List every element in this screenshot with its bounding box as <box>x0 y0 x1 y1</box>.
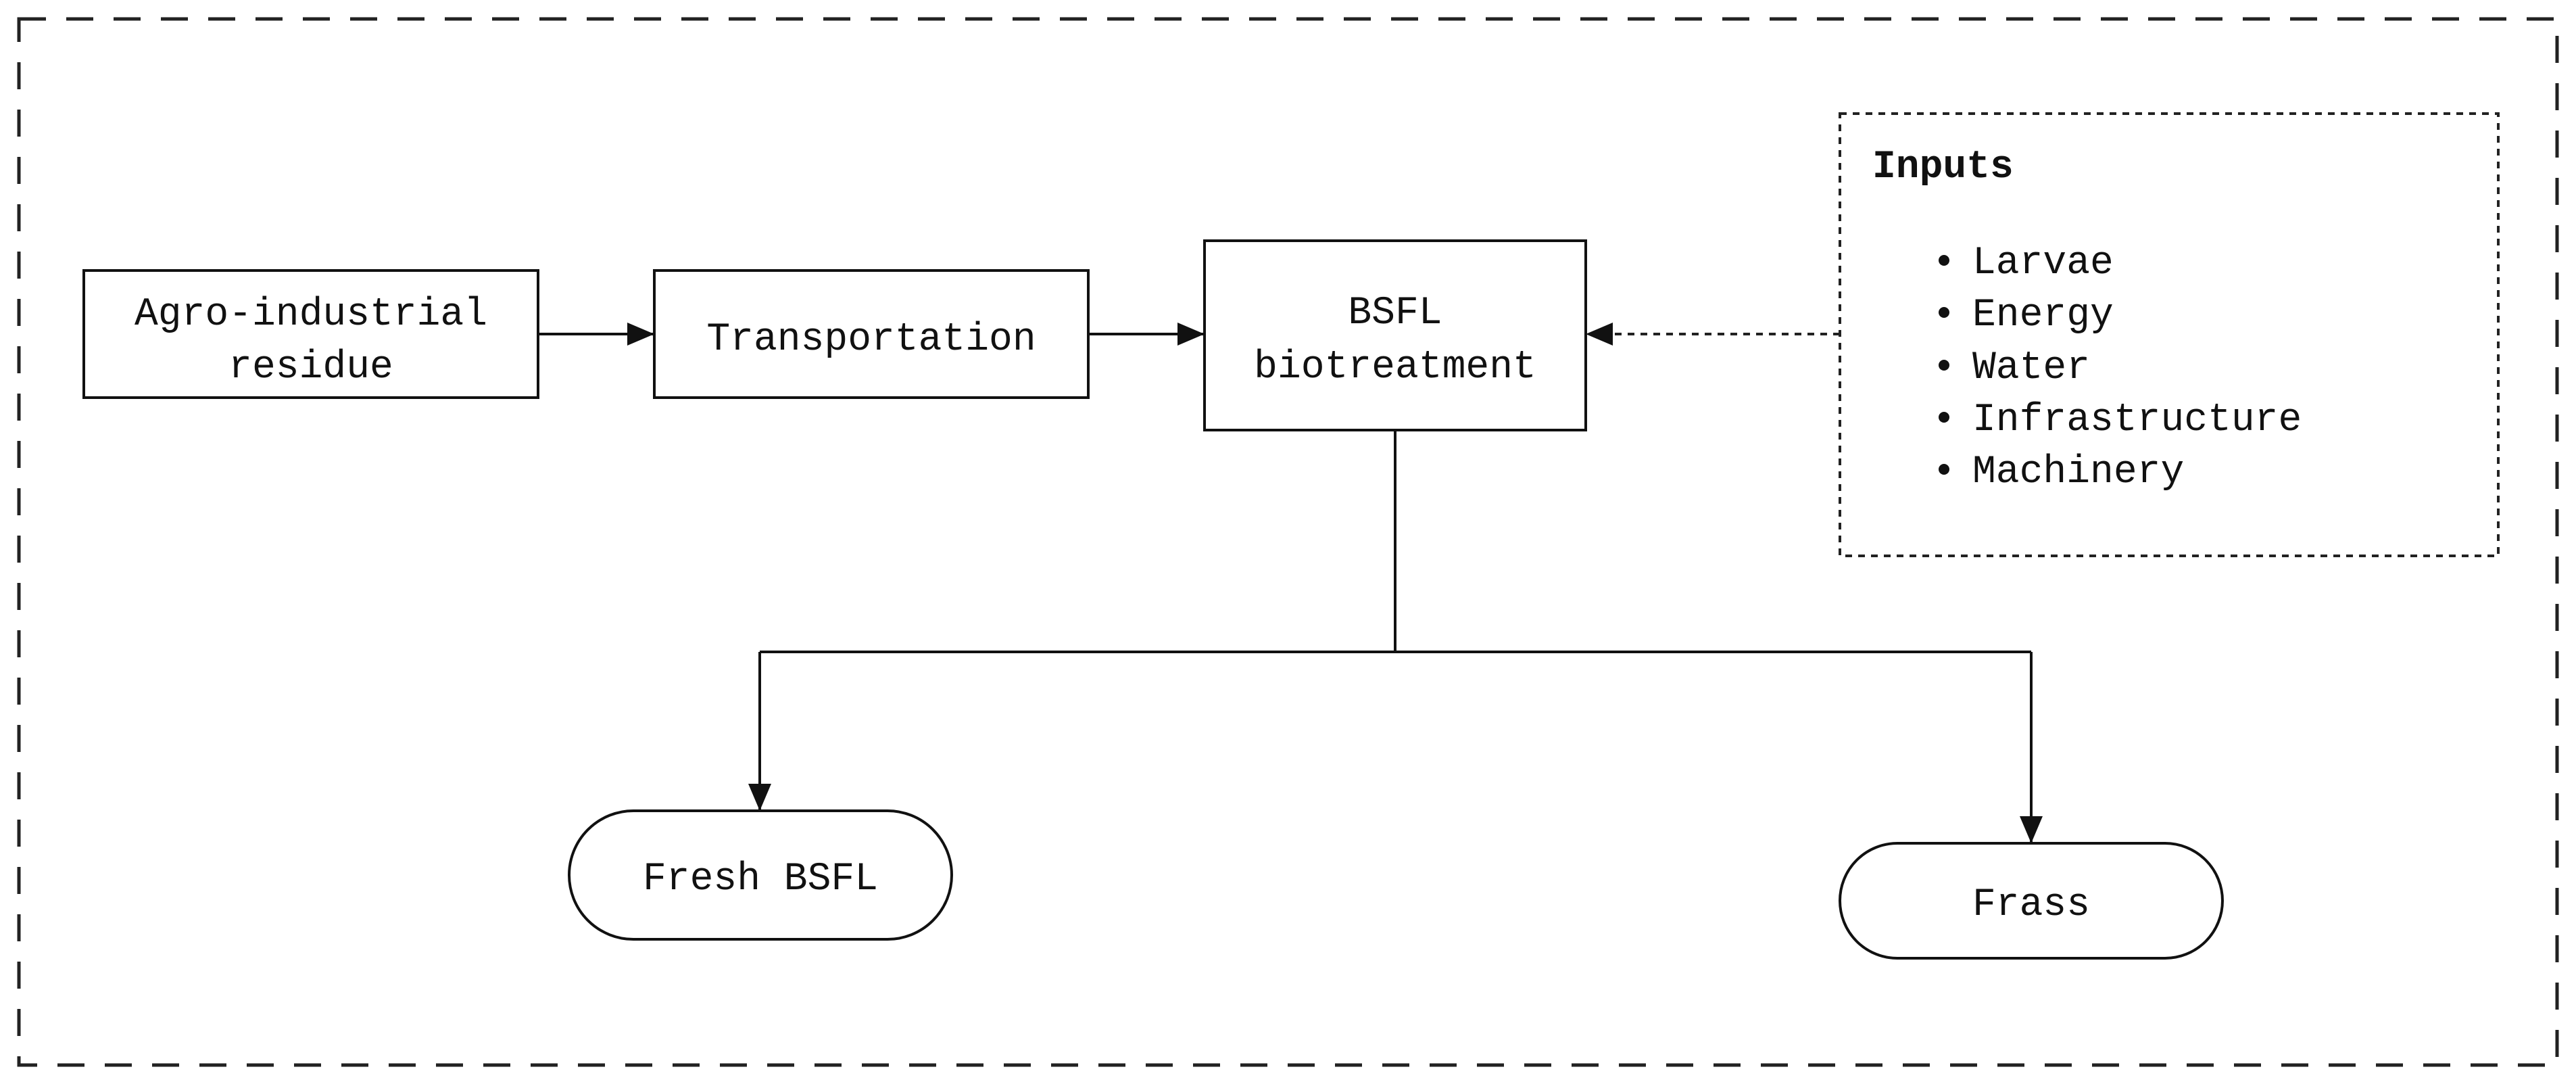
bullet-icon <box>1939 255 1949 266</box>
input-item-larvae: Larvae <box>1972 241 2114 285</box>
biotreatment-label-line1: BSFL <box>1348 291 1442 335</box>
node-agro-industrial-residue: Agro-industrial residue <box>82 269 539 399</box>
input-item-infrastructure: Infrastructure <box>1972 398 2302 442</box>
inputs-box: Inputs Larvae Energy Water Infrastructur… <box>1839 112 2500 557</box>
bullet-icon <box>1939 360 1949 371</box>
bullet-icon <box>1939 307 1949 318</box>
residue-label-line2: residue <box>228 346 393 390</box>
node-bsfl-biotreatment: BSFL biotreatment <box>1203 239 1587 431</box>
node-transportation: Transportation <box>653 269 1090 399</box>
bullet-icon <box>1939 464 1949 475</box>
connector-biotreatment-outputs <box>760 430 2031 653</box>
fresh-bsfl-label: Fresh BSFL <box>643 857 878 901</box>
input-item-energy: Energy <box>1972 293 2114 337</box>
bullet-icon <box>1939 412 1949 423</box>
input-item-machinery: Machinery <box>1972 450 2184 494</box>
inputs-list: Larvae Energy Water Infrastructure Machi… <box>1939 241 2302 494</box>
inputs-title: Inputs <box>1872 145 2014 189</box>
node-frass: Frass <box>1839 842 2224 960</box>
biotreatment-label-line2: biotreatment <box>1254 346 1536 390</box>
input-item-water: Water <box>1972 346 2090 390</box>
residue-label-line1: Agro-industrial <box>135 293 487 337</box>
frass-label: Frass <box>1972 883 2090 927</box>
transportation-label: Transportation <box>706 318 1036 362</box>
node-fresh-bsfl: Fresh BSFL <box>568 809 953 941</box>
system-boundary <box>17 17 2559 1067</box>
